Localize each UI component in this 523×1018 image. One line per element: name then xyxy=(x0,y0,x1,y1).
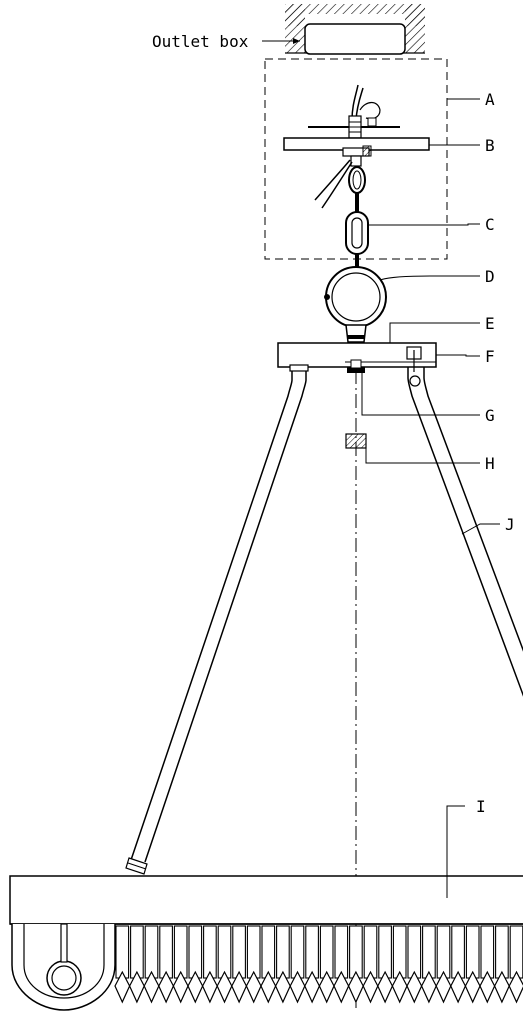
ground-screw xyxy=(367,117,377,127)
chain-link-2 xyxy=(355,193,359,213)
callout-j: J xyxy=(505,515,515,534)
crystal-strand xyxy=(201,925,218,1004)
callout-c: C xyxy=(485,215,495,234)
crystal-fringe xyxy=(114,925,523,1004)
crystal-strand xyxy=(406,925,423,1004)
crystal-strand xyxy=(464,925,481,1004)
crystal-strand xyxy=(158,925,175,1004)
crystal-strand xyxy=(420,925,437,1004)
crystal-strand xyxy=(508,925,523,1004)
right-arm-pivot xyxy=(409,375,421,387)
callout-a: A xyxy=(485,90,495,109)
crystal-strand xyxy=(450,925,467,1004)
crystal-strand xyxy=(493,925,510,1004)
left-arm-edge-2 xyxy=(144,367,307,863)
crystal-strand xyxy=(289,925,306,1004)
crystal-strand xyxy=(260,925,277,1004)
callouts: A B C D E F G H J I xyxy=(361,90,515,898)
crystal-strand xyxy=(245,925,262,1004)
supply-wire-2 xyxy=(355,87,364,121)
fixture-wire-2 xyxy=(321,161,353,209)
callout-g: G xyxy=(485,406,495,425)
chain-link-3-inner xyxy=(351,217,363,249)
ceiling-hatch xyxy=(285,4,425,54)
outlet-box xyxy=(304,23,406,55)
crystal-strand xyxy=(333,925,350,1004)
ceiling-hatch-left xyxy=(285,4,305,53)
outlet-box-arrow xyxy=(293,38,300,44)
crystal-strand xyxy=(274,925,291,1004)
crystal-strand xyxy=(347,925,364,1004)
chain-link-1-inner xyxy=(352,170,362,190)
crystal-strand xyxy=(304,925,321,1004)
loop-stem xyxy=(350,155,362,167)
hanging-loop-inner xyxy=(331,272,381,322)
crystal-strand xyxy=(435,925,452,1004)
callout-h: H xyxy=(485,454,495,473)
callout-b: B xyxy=(485,136,495,155)
crystal-strand xyxy=(318,925,335,1004)
hanging-loop-weld xyxy=(324,294,330,300)
ring-end-hole-inner xyxy=(51,965,77,991)
chain-link-4 xyxy=(355,254,359,270)
hanging-loop-nut xyxy=(347,335,365,339)
left-arm-ferrule xyxy=(125,857,148,875)
left-arm-cap xyxy=(289,364,309,372)
crystal-strand xyxy=(377,925,394,1004)
right-arm-edge-2 xyxy=(423,367,523,652)
right-arm-edge-1 xyxy=(407,367,523,697)
crystal-strand xyxy=(187,925,204,1004)
outlet-box-label: Outlet box xyxy=(152,32,249,51)
crystal-strand xyxy=(479,925,496,1004)
crystal-strand xyxy=(172,925,189,1004)
hanging-loop-neck xyxy=(345,324,367,343)
left-arm-edge-1 xyxy=(130,367,293,861)
callout-d: D xyxy=(485,267,495,286)
crystal-strand xyxy=(216,925,233,1004)
crystal-strand xyxy=(114,925,131,1004)
callout-i: I xyxy=(476,797,486,816)
fixture-wire-1 xyxy=(314,159,351,201)
ring-frame xyxy=(9,875,523,925)
ceiling-hatch-right xyxy=(405,4,425,53)
crystal-strand xyxy=(391,925,408,1004)
canopy-set-screw xyxy=(362,145,372,157)
crystal-strand xyxy=(143,925,160,1004)
ring-end-cap-inner xyxy=(23,924,105,999)
crystal-strand xyxy=(362,925,379,1004)
center-stem xyxy=(350,359,362,369)
ring-end-hanger xyxy=(60,923,68,963)
crystal-strand xyxy=(231,925,248,1004)
crystal-strand xyxy=(128,925,145,1004)
callout-e: E xyxy=(485,314,495,333)
callout-f: F xyxy=(485,347,495,366)
ground-wire xyxy=(359,101,381,120)
